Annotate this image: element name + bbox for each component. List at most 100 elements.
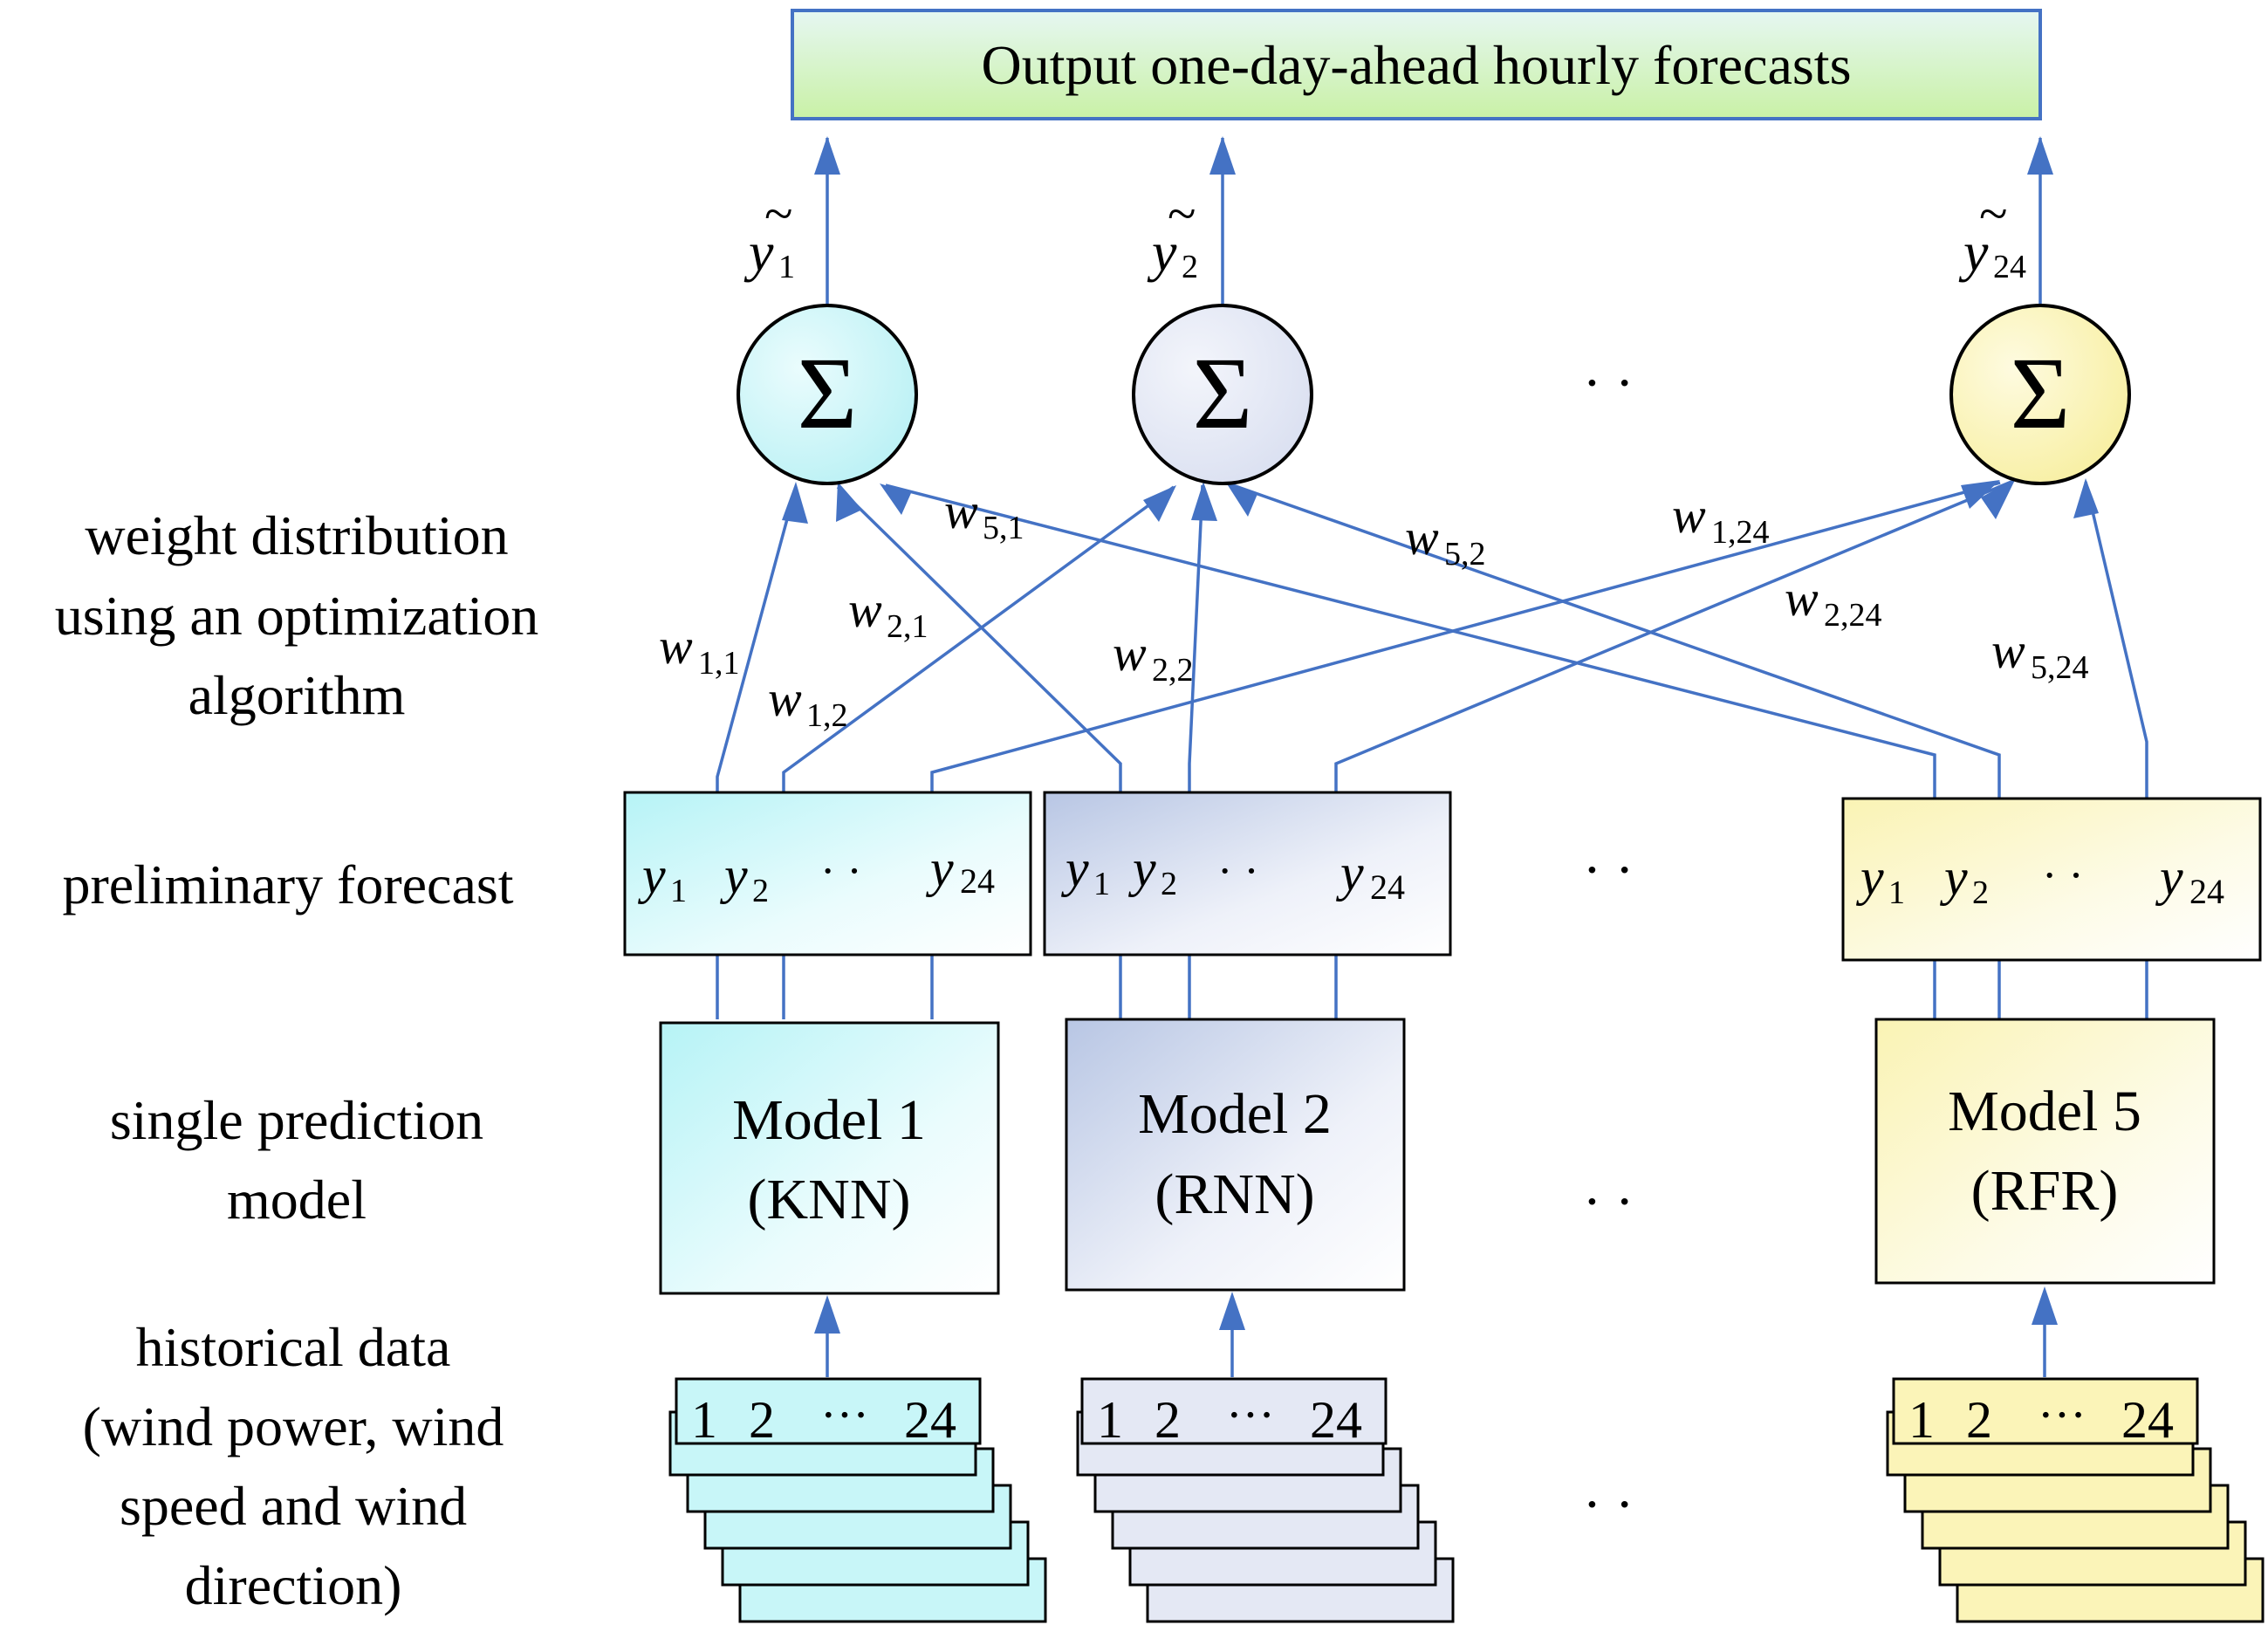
model-ellipsis: · · [1583,1170,1634,1232]
svg-text:y: y [1335,844,1364,902]
svg-text:5,1: 5,1 [983,510,1024,546]
y-tilde-24-sub: 24 [1993,249,2026,285]
svg-text:···: ··· [2038,1388,2086,1443]
svg-text:w: w [1405,509,1439,566]
svg-text:1: 1 [1888,874,1905,911]
sigma-symbol-2: Σ [1193,336,1253,450]
model-box-1: Model 1 (KNN) [659,1021,1000,1295]
model-5-type: (RFR) [1971,1159,2119,1223]
y-tilde-24-var: y [1958,221,1989,283]
arrowhead-w21 [836,482,862,522]
svg-text:w: w [944,483,978,539]
svg-text:y: y [1060,840,1089,897]
svg-text:2,1: 2,1 [887,608,928,645]
arrowhead-w124 [1961,480,2000,509]
svg-text:w: w [659,618,693,675]
svg-text:2: 2 [1966,1391,1992,1449]
output-box-label: Output one-day-ahead hourly forecasts [982,34,1852,96]
svg-text:1,24: 1,24 [1711,514,1770,551]
svg-text:24: 24 [960,861,995,901]
model-1-name: Model 1 [732,1088,926,1152]
weight-label-w524: w 5,24 [1991,622,2089,686]
svg-text:24: 24 [904,1391,956,1449]
arrowhead-sum1-up [814,136,840,175]
svg-text:w: w [848,581,882,638]
arrowhead-w22 [1191,482,1217,521]
y-tilde-2-sub: 2 [1182,249,1198,285]
model-box-5: Model 5 (RFR) [1874,1018,2216,1285]
output-variable-24: ~ y 24 [1958,185,2026,285]
svg-text:y: y [719,847,748,904]
svg-text:(wind power, wind: (wind power, wind [83,1395,504,1457]
svg-text:1: 1 [1908,1391,1935,1449]
arrowhead-sum24-up [2027,136,2053,175]
row-label-single-prediction-model: single prediction model [110,1089,483,1231]
weight-label-w224: w 2,24 [1785,570,1882,634]
svg-text:y: y [1127,840,1156,897]
data-stack-1: 1 2 ··· 24 [668,1377,1047,1623]
svg-text:using an optimization: using an optimization [55,585,539,647]
model-2-name: Model 2 [1138,1082,1332,1146]
svg-text:5,2: 5,2 [1444,536,1486,573]
svg-text:2,24: 2,24 [1824,597,1882,634]
svg-text:w: w [768,670,802,727]
svg-text:y: y [925,840,954,897]
svg-text:y: y [637,847,666,904]
forecast-box-5: y 1 y 2 · · y 24 [1841,797,2262,962]
svg-text:w: w [1785,570,1819,627]
svg-text:algorithm: algorithm [188,664,406,726]
svg-text:preliminary forecast: preliminary forecast [62,854,513,915]
svg-text:···: ··· [1226,1388,1275,1443]
svg-text:1,1: 1,1 [698,645,740,682]
output-variable-2: ~ y 2 [1147,185,1198,285]
y-tilde-1-var: y [743,221,774,283]
data-stack-5: 1 2 ··· 24 [1886,1377,2265,1623]
sum-node-24: Σ [1949,304,2131,485]
row-label-weight-distribution: weight distribution using an optimizatio… [55,504,539,726]
svg-text:speed and wind: speed and wind [120,1475,467,1537]
tilde-2: ~ [1168,185,1196,243]
model-2-type: (RNN) [1155,1162,1314,1226]
svg-text:2: 2 [752,873,769,909]
weight-labels: w 1,1 w 2,1 w 5,1 w 1,2 w 2,2 w 5,2 w 1,… [659,483,2089,734]
data-to-model-arrows [814,1286,2058,1377]
sum-ellipsis: · · [1583,352,1634,414]
sum-to-output-arrows [814,136,2053,305]
svg-text:y: y [2155,848,2183,906]
svg-text:1: 1 [1097,1391,1123,1449]
weight-label-w22: w 2,2 [1113,625,1194,689]
svg-text:· ·: · · [820,847,862,896]
data-ellipsis: · · [1583,1473,1634,1535]
data-stack-2: 1 2 ··· 24 [1076,1377,1455,1623]
arrowhead-w51 [880,483,911,515]
sigma-symbol-24: Σ [2011,336,2071,450]
arrowhead-w11 [782,482,808,524]
svg-text:w: w [1113,625,1147,682]
forecast-ellipsis: · · [1583,839,1634,901]
svg-text:2: 2 [749,1391,775,1449]
svg-text:w: w [1672,487,1706,544]
svg-text:y: y [1855,848,1884,906]
output-box: Output one-day-ahead hourly forecasts [791,9,2042,120]
svg-text:w: w [1991,622,2025,679]
sigma-symbol-1: Σ [798,336,858,450]
weight-label-w21: w 2,1 [848,581,928,645]
svg-text:· ·: · · [2042,851,2084,901]
svg-text:2: 2 [1972,874,1989,911]
svg-text:24: 24 [1310,1391,1362,1449]
svg-text:direction): direction) [185,1554,402,1616]
sum-node-2: Σ [1132,304,1313,485]
svg-text:1: 1 [670,873,687,909]
weight-label-w52: w 5,2 [1405,509,1486,573]
weight-label-w12: w 1,2 [768,670,848,734]
tilde-1: ~ [764,185,792,243]
y-tilde-1-sub: 1 [778,249,795,285]
svg-text:1,2: 1,2 [806,697,848,734]
svg-text:2: 2 [1161,866,1177,902]
svg-text:5,24: 5,24 [2031,649,2089,686]
svg-text:historical data: historical data [136,1316,451,1378]
svg-text:2,2: 2,2 [1152,652,1194,689]
arrowhead-w12 [1143,485,1176,522]
forecast-box-1: y 1 y 2 · · y 24 [623,791,1032,956]
